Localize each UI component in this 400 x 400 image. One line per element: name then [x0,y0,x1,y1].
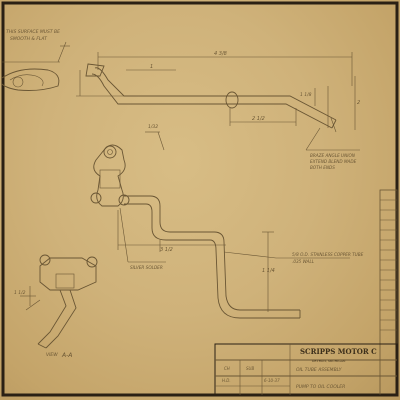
note-tube-spec-1: 5/8 O.D. STAINLESS COPPER TUBE [292,252,364,257]
note-tube-spec-2: .035 WALL [292,259,315,264]
company-sub: DETROIT, MICHIGAN [312,359,346,363]
title-drawn: H.D. [222,378,231,383]
view-a-a [20,254,98,349]
dim-d3: 1 1/8 [300,92,312,98]
dim-d7: 1/32 [148,124,158,130]
note-braze-3: BOTH ENDS [310,165,335,170]
title-line-2: PUMP TO OIL COOLER [296,384,345,390]
note-braze-1: BRAZE ANGLE UNION [310,153,356,158]
title-line-1: OIL TUBE ASSEMBLY [296,367,343,373]
note-silver-solder: SILVER SOLDER [130,265,163,270]
dim-d4: 2 1/2 [252,116,265,122]
title-cell-b: SUB [246,366,254,371]
title-date: 6-10-37 [264,378,280,383]
dim-d2: 2 [357,100,360,106]
dim-d5: 1 1/2 [14,290,26,296]
dim-d8: 3 1/2 [160,247,173,253]
top-left-detail [1,41,70,91]
revision-column [379,189,398,396]
title-cell-a: CH [224,366,230,371]
dim-overall: 4 3/8 [214,51,227,57]
dim-d1: 1 [150,64,153,70]
elevation-view [76,52,360,151]
title-block [214,343,398,396]
dim-d9: 1 1/4 [262,268,275,274]
plan-view [90,144,350,319]
company-name: SCRIPPS MOTOR C [300,347,377,356]
note-braze-2: EXTEND BLEND MADE [310,159,357,164]
note-surface-2: SMOOTH & FLAT [10,36,48,42]
note-surface-1: THIS SURFACE MUST BE [6,29,60,35]
view-letters: A-A [61,352,72,359]
view-label: VIEW [46,352,58,358]
